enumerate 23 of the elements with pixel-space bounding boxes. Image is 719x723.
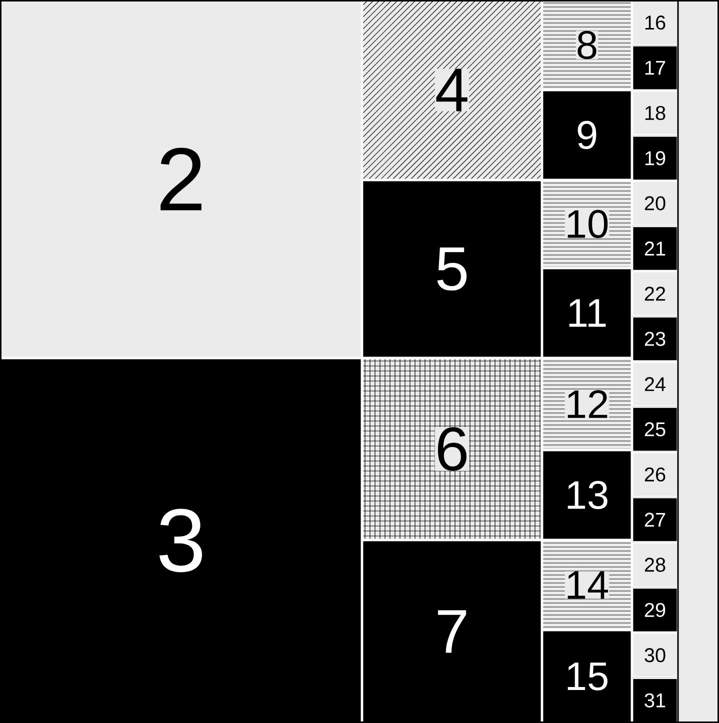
numbered-cell: 27 bbox=[632, 497, 678, 542]
numbered-cell: 19 bbox=[632, 136, 678, 181]
node-label: 31 bbox=[644, 693, 666, 708]
numbered-cell: 29 bbox=[632, 587, 678, 633]
node-label: 3 bbox=[159, 508, 202, 572]
numbered-cell: 26 bbox=[632, 452, 678, 498]
numbered-cell: 20 bbox=[632, 180, 678, 226]
numbered-cell: 22 bbox=[632, 271, 678, 316]
numbered-cell: 16 bbox=[632, 0, 678, 46]
numbered-cell: 25 bbox=[632, 406, 678, 452]
numbered-cell: 21 bbox=[632, 226, 678, 272]
numbered-cell: 9 bbox=[542, 90, 632, 180]
numbered-cell: 28 bbox=[632, 542, 678, 588]
numbered-cell: 13 bbox=[542, 450, 632, 540]
numbered-cell: 24 bbox=[632, 362, 678, 407]
node-label: 15 bbox=[568, 662, 608, 690]
numbered-cell: 17 bbox=[632, 45, 678, 90]
node-label: 7 bbox=[438, 610, 466, 653]
numbered-cell: 30 bbox=[632, 632, 678, 678]
numbered-cell: 18 bbox=[632, 90, 678, 136]
numbered-cell: 11 bbox=[542, 268, 632, 358]
numbered-cell: 23 bbox=[632, 316, 678, 362]
numbered-cell: 31 bbox=[632, 678, 678, 723]
